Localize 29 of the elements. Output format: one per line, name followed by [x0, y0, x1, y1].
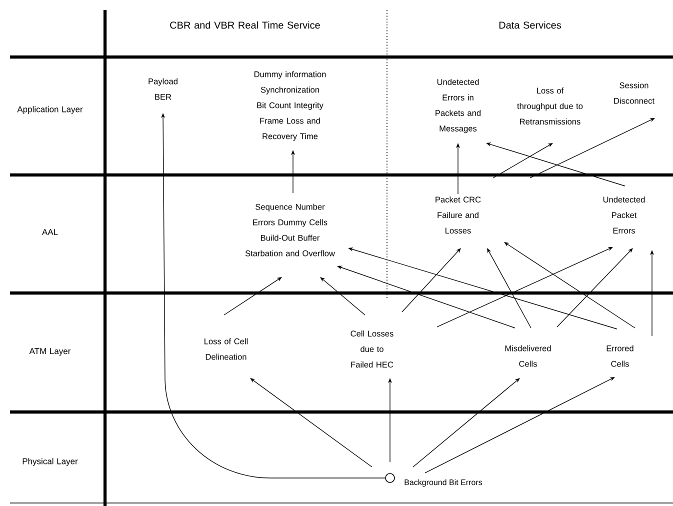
cause-label: Undetected Packet Errors: [603, 196, 645, 234]
arrow: [250, 378, 372, 468]
column-header: Data Services: [499, 21, 562, 29]
cause-label: Sequence Number Errors Dummy Cells Build-Out Buffer Starbation and Overflow: [245, 204, 335, 256]
arrow: [224, 277, 282, 316]
arrow: [492, 143, 553, 178]
cause-label: Payload BER: [148, 78, 178, 100]
cause-label: Undetected Errors in Packets and Messages: [436, 78, 481, 134]
arrow: [320, 277, 366, 316]
arrow: [556, 248, 633, 328]
column-header: CBR and VBR Real Time Service: [170, 21, 320, 29]
cause-label: Misdelivered Cells: [505, 345, 551, 367]
cause-label: Dummy information Synchronization Bit Count Integrity Frame Loss and Recovery Time: [254, 71, 326, 141]
layer-label: Physical Layer: [22, 458, 78, 466]
cause-label: Loss of throughput due to Retransmissions: [517, 87, 583, 125]
arrow: [487, 248, 532, 328]
layer-label: Application Layer: [17, 106, 83, 114]
arrow: [412, 378, 520, 468]
layer-label: AAL: [42, 229, 58, 235]
source-circle: [385, 473, 395, 483]
cause-label: Loss of Cell Delineation: [204, 338, 248, 360]
cause-label: Session Disconnect: [614, 82, 654, 104]
arrow: [402, 248, 461, 312]
cause-label: Errored Cells: [606, 345, 634, 367]
layer-label: ATM Layer: [29, 348, 71, 356]
cause-label: Cell Losses due to Failed HEC: [350, 330, 394, 368]
arrow: [504, 242, 636, 328]
source-label: Background Bit Errors: [404, 479, 482, 487]
cause-label: Packet CRC Failure and Losses: [436, 196, 481, 234]
